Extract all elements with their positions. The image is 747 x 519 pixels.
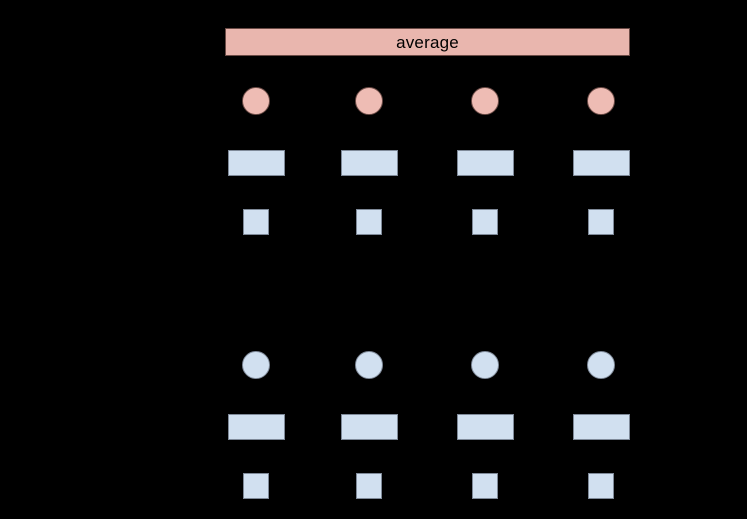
bottom-group-circle-col1[interactable] (242, 351, 270, 379)
bottom-group-circle-row (0, 0, 747, 379)
bottom-group-rectangle-row (0, 0, 747, 440)
top-group-circle-row (0, 0, 747, 115)
top-group-rectangle-col3[interactable] (456, 150, 514, 176)
top-group-rectangle-col4[interactable] (573, 150, 630, 176)
top-group-rectangle-col1[interactable] (227, 150, 285, 176)
bottom-group-square-col3[interactable] (472, 473, 498, 499)
bottom-group-rectangle-col1[interactable] (227, 414, 285, 440)
top-group-circle-col3[interactable] (471, 87, 499, 115)
bottom-group-circle-col3[interactable] (471, 351, 499, 379)
bottom-group-square-col2[interactable] (356, 473, 382, 499)
bottom-group-square-col1[interactable] (243, 473, 269, 499)
bottom-group-rectangle-col2[interactable] (340, 414, 398, 440)
top-group-rectangle-col2[interactable] (340, 150, 398, 176)
bottom-group-circle-col4[interactable] (587, 351, 615, 379)
top-group-square-col1[interactable] (243, 209, 269, 235)
average-banner-label: average (396, 32, 459, 52)
bottom-group-circle-col2[interactable] (355, 351, 383, 379)
bottom-group-rectangle-col4[interactable] (573, 414, 630, 440)
average-banner: average (225, 28, 630, 56)
top-group-square-col3[interactable] (472, 209, 498, 235)
top-group-square-row (0, 0, 747, 235)
bottom-group-rectangle-col3[interactable] (456, 414, 514, 440)
bottom-group-square-col4[interactable] (588, 473, 614, 499)
top-group-circle-col2[interactable] (355, 87, 383, 115)
top-group-square-col2[interactable] (356, 209, 382, 235)
top-group-rectangle-row (0, 0, 747, 176)
top-group-square-col4[interactable] (588, 209, 614, 235)
top-group-circle-col4[interactable] (587, 87, 615, 115)
top-group-circle-col1[interactable] (242, 87, 270, 115)
bottom-group-square-row (0, 0, 747, 499)
